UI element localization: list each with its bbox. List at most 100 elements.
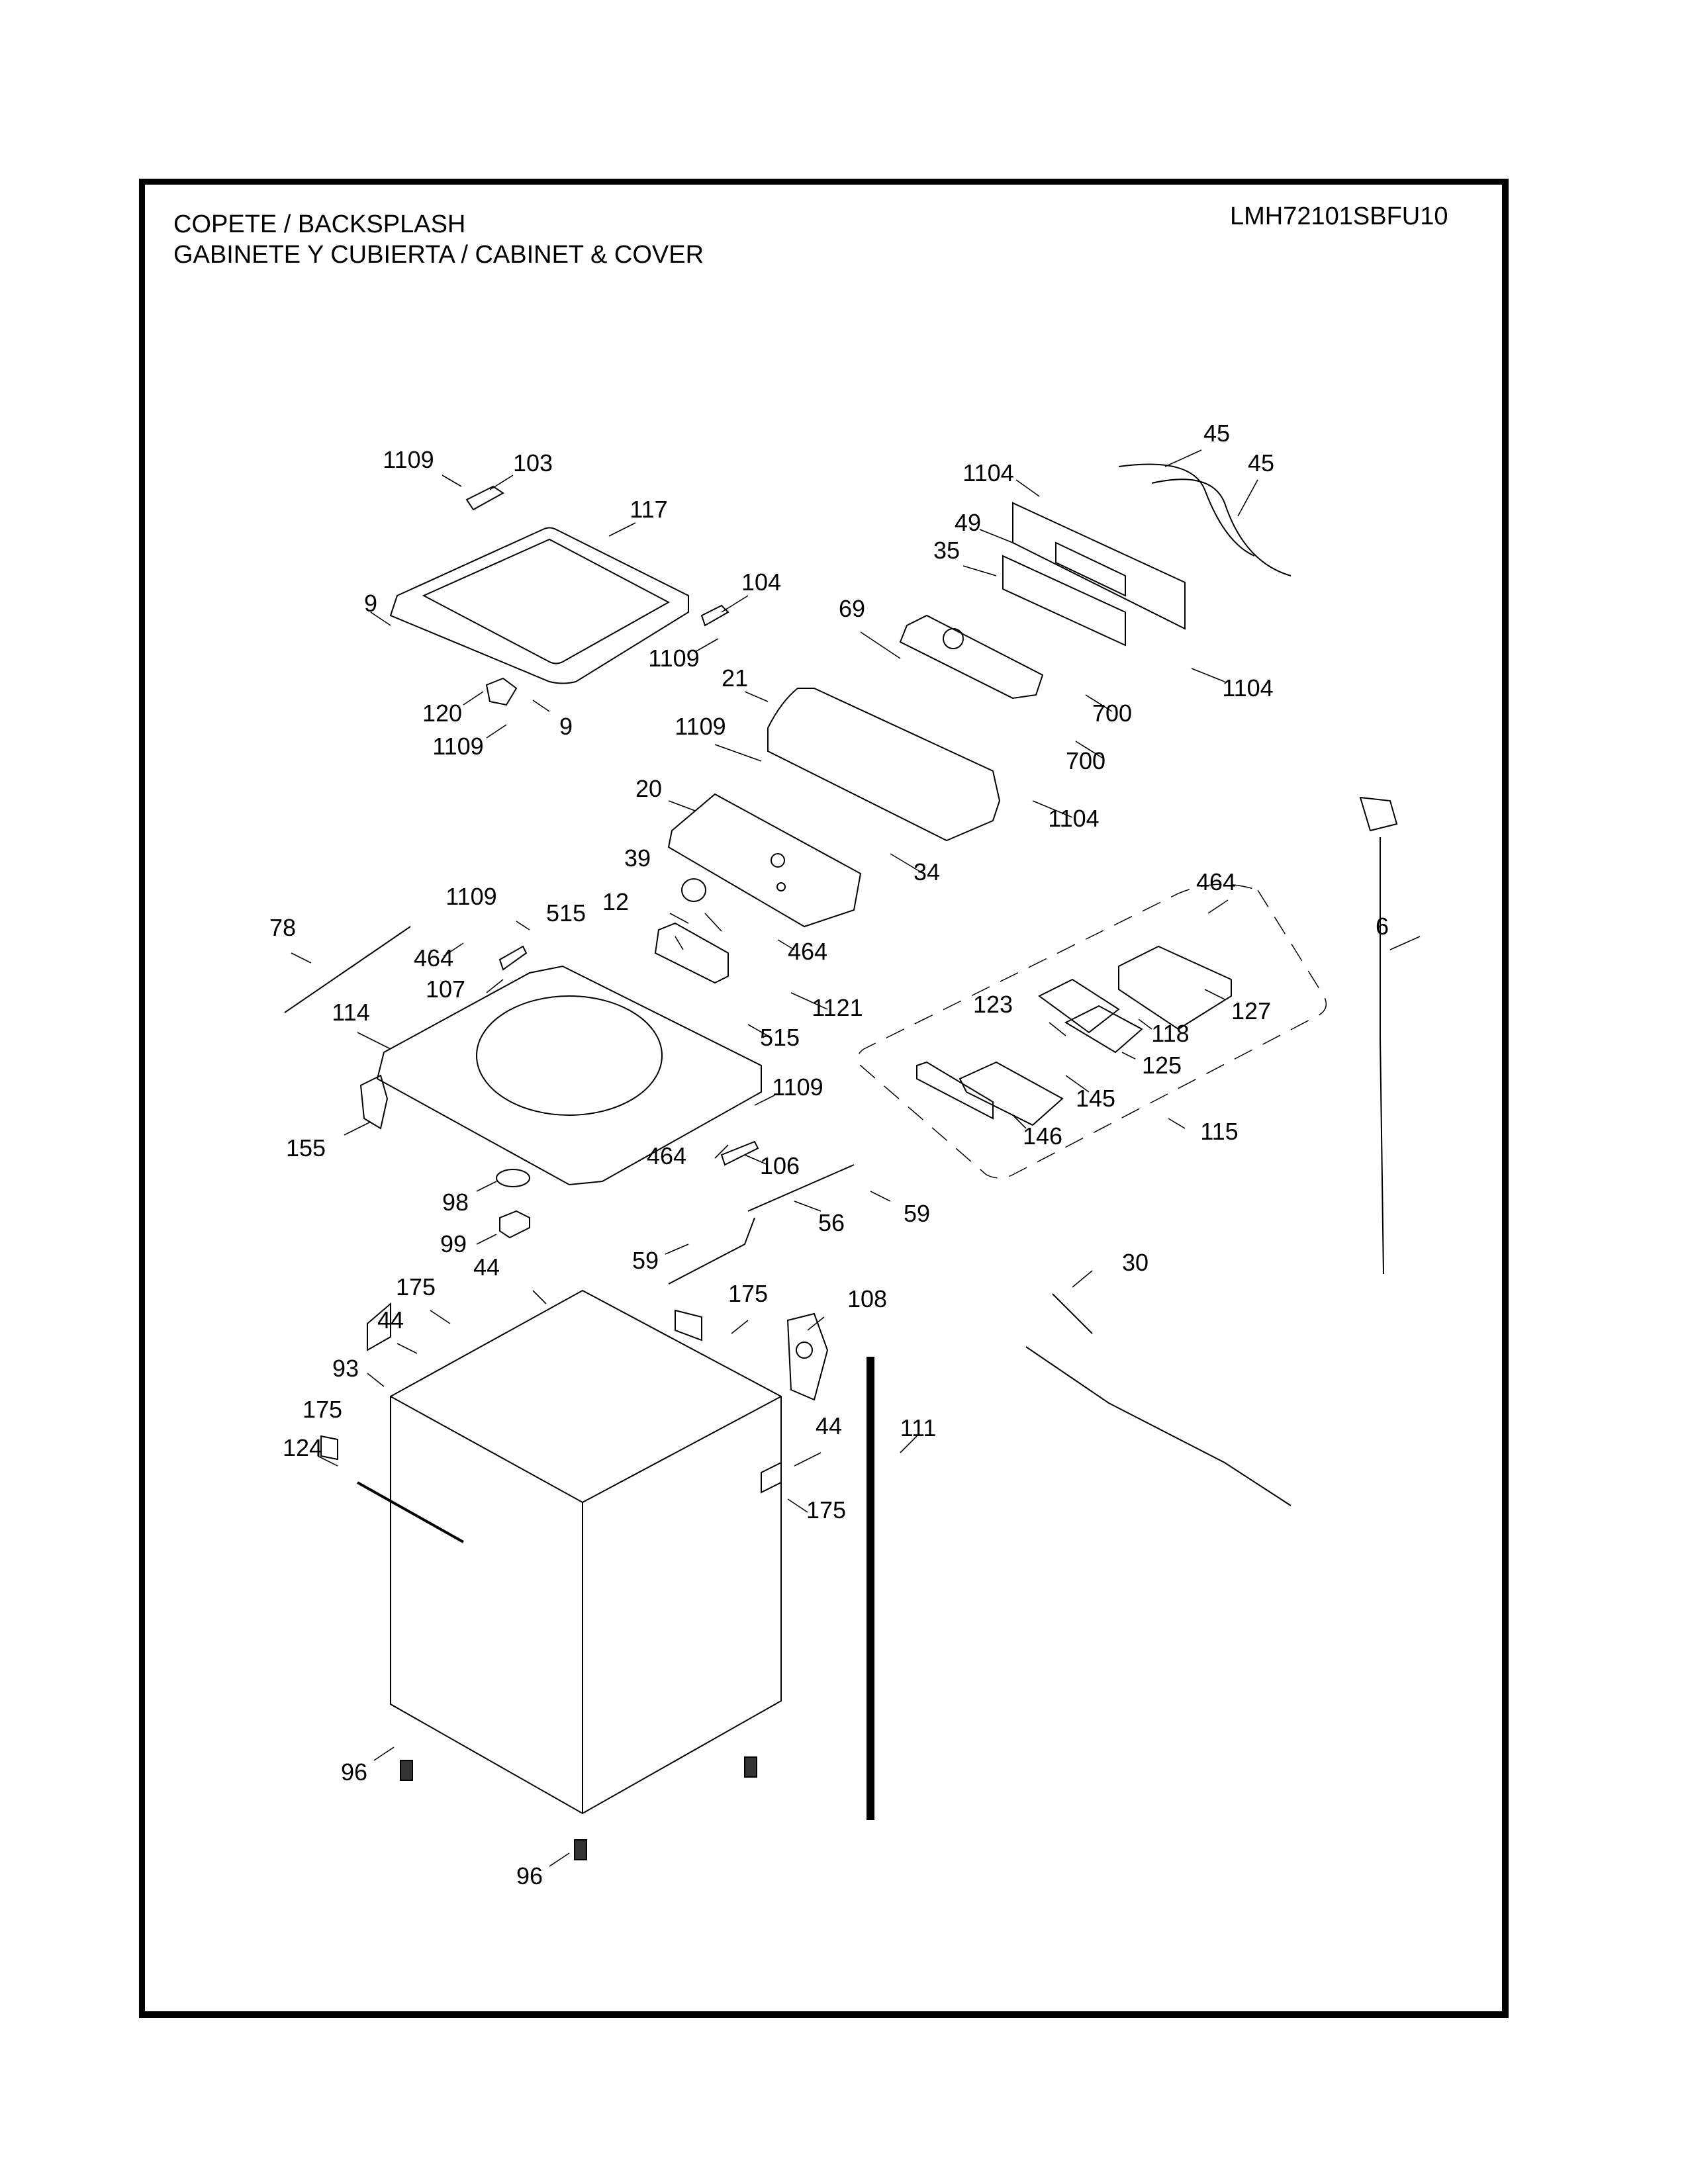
pressure-sensor-56 — [668, 1164, 855, 1285]
model-number: LMH72101SBFU10 — [1230, 203, 1448, 230]
callout-145: 145 — [1075, 1085, 1116, 1112]
callout-98: 98 — [442, 1189, 469, 1216]
callout-49: 49 — [954, 509, 982, 536]
lock-120 — [485, 677, 518, 706]
switch-107 — [498, 945, 528, 971]
callout-700: 700 — [1092, 700, 1133, 727]
callout-30: 30 — [1121, 1249, 1149, 1276]
callout-12: 12 — [602, 888, 630, 915]
callout-96: 96 — [340, 1758, 368, 1786]
switch-106 — [720, 1140, 759, 1166]
callout-1104: 1104 — [1048, 805, 1100, 832]
dispenser-group-115 — [857, 884, 1327, 1179]
part-98 — [496, 1169, 530, 1187]
callout-1121: 1121 — [812, 994, 863, 1021]
callout-99: 99 — [440, 1230, 467, 1257]
callout-1109: 1109 — [675, 713, 726, 740]
callout-1109: 1109 — [445, 883, 497, 910]
callout-127: 127 — [1231, 997, 1272, 1024]
title-cabinet-cover: GABINETE Y CUBIERTA / CABINET & COVER — [173, 241, 704, 269]
leader-lines — [291, 449, 1421, 1867]
callout-1109: 1109 — [772, 1073, 823, 1101]
callout-464: 464 — [413, 944, 454, 972]
callout-93: 93 — [332, 1355, 359, 1382]
callout-107: 107 — [425, 976, 466, 1003]
callout-44: 44 — [815, 1412, 843, 1439]
callout-115: 115 — [1200, 1118, 1239, 1145]
bracket-124 — [357, 1481, 464, 1543]
callout-1109: 1109 — [432, 733, 484, 760]
top-lid-117 — [389, 527, 689, 684]
callout-34: 34 — [913, 858, 941, 886]
hinge-103 — [465, 485, 504, 511]
cup-155 — [359, 1074, 389, 1130]
callout-125: 125 — [1141, 1052, 1182, 1079]
drawer-panel-146 — [916, 1061, 994, 1120]
drawer-145 — [959, 1061, 1064, 1126]
callout-78: 78 — [269, 914, 297, 941]
knob-39 — [681, 878, 706, 902]
callout-700: 700 — [1065, 747, 1106, 774]
callout-515: 515 — [545, 899, 586, 927]
callout-56: 56 — [818, 1209, 845, 1236]
callout-124: 124 — [282, 1434, 323, 1461]
callout-6: 6 — [1375, 913, 1389, 940]
callout-1109: 1109 — [648, 645, 700, 672]
callout-111: 111 — [900, 1414, 937, 1441]
callout-104: 104 — [741, 569, 782, 596]
callout-1104: 1104 — [1222, 674, 1274, 702]
cabinet-93 — [390, 1289, 782, 1815]
callout-146: 146 — [1022, 1122, 1063, 1150]
callout-108: 108 — [847, 1285, 888, 1312]
callout-59: 59 — [903, 1200, 931, 1227]
part-99 — [499, 1210, 530, 1239]
callout-1104: 1104 — [962, 459, 1014, 486]
callout-20: 20 — [635, 775, 663, 802]
callout-155: 155 — [285, 1134, 326, 1161]
callout-120: 120 — [422, 700, 463, 727]
callout-114: 114 — [332, 999, 370, 1026]
callout-44: 44 — [473, 1253, 500, 1281]
callout-117: 117 — [630, 496, 668, 523]
harness-6 — [1359, 796, 1398, 1275]
callout-175: 175 — [395, 1273, 436, 1300]
callout-21: 21 — [721, 664, 749, 692]
callout-39: 39 — [624, 844, 651, 872]
callout-59: 59 — [632, 1247, 659, 1274]
callout-464: 464 — [646, 1142, 687, 1169]
pcb-69 — [899, 614, 1044, 700]
callout-123: 123 — [972, 991, 1013, 1018]
inlet-hose-45 — [1118, 463, 1291, 576]
wire-78 — [284, 926, 411, 1013]
hinge-104 — [700, 604, 729, 627]
control-panel-20 — [667, 793, 862, 928]
callout-118: 118 — [1151, 1020, 1190, 1047]
harness-30 — [1025, 1293, 1291, 1506]
upper-base-114 — [376, 965, 762, 1186]
callout-106: 106 — [759, 1152, 800, 1179]
callout-96: 96 — [516, 1862, 543, 1889]
leveling-feet-96 — [400, 1756, 757, 1860]
callout-69: 69 — [838, 595, 866, 622]
callout-35: 35 — [933, 537, 961, 564]
callout-103: 103 — [512, 449, 553, 477]
callout-464: 464 — [1196, 868, 1237, 895]
callout-45: 45 — [1247, 449, 1275, 477]
dispenser-housing-127 — [1118, 945, 1232, 1030]
callout-9: 9 — [559, 713, 573, 740]
tray-118 — [1038, 978, 1143, 1054]
title-backsplash: COPETE / BACKSPLASH — [173, 210, 466, 238]
diagram-frame — [139, 179, 1509, 2018]
overlay-35 — [1002, 555, 1126, 647]
callout-515: 515 — [759, 1024, 800, 1051]
callout-464: 464 — [787, 938, 828, 965]
callout-9: 9 — [363, 590, 378, 617]
callout-175: 175 — [302, 1396, 343, 1423]
callout-175: 175 — [806, 1496, 847, 1524]
backsplash-21 — [767, 688, 1001, 842]
rear-cover-49 — [1012, 502, 1186, 630]
callout-44: 44 — [377, 1306, 404, 1334]
water-valve-12 — [654, 922, 729, 984]
callout-1109: 1109 — [383, 446, 434, 473]
